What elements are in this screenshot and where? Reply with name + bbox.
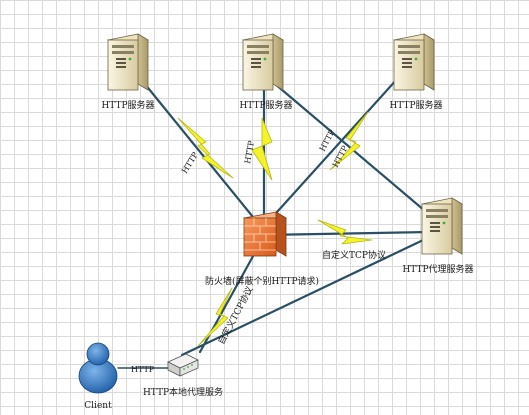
http-server-mid-label: HTTP服务器 xyxy=(239,99,292,111)
http-server-left-icon xyxy=(107,33,149,91)
bolt-tcp-local-icon xyxy=(197,287,233,347)
local-proxy-label: HTTP本地代理服务 xyxy=(143,386,223,398)
firewall-label: 防火墙(屏蔽个别HTTP请求) xyxy=(205,275,319,287)
bolt-http-left-icon xyxy=(177,117,234,179)
tcp-proxy-link-label: 自定义TCP协议 xyxy=(322,249,386,261)
http-proxy-server-icon xyxy=(421,197,463,255)
http-left-link-label: HTTP xyxy=(180,150,200,175)
http-server-right-icon xyxy=(393,33,435,91)
lightning-bolts xyxy=(177,111,373,347)
link-line-local-to-proxy xyxy=(180,230,442,357)
http-proxy-server-label: HTTP代理服务器 xyxy=(402,263,473,275)
bolt-http-mid-icon xyxy=(251,117,273,181)
bolt-http-right-icon xyxy=(329,111,369,171)
client-http-link-label: HTTP xyxy=(131,365,155,374)
bolt-tcp-proxy-icon xyxy=(317,219,373,245)
http-server-left-label: HTTP服务器 xyxy=(101,99,154,111)
local-proxy-device-icon xyxy=(167,353,199,377)
link-line-right-server xyxy=(266,76,400,224)
firewall-icon xyxy=(242,211,288,257)
link-line-left-server xyxy=(138,76,259,224)
link-line-firewall-to-proxy xyxy=(262,230,432,237)
client-user-icon xyxy=(78,342,118,394)
http-server-right-label: HTTP服务器 xyxy=(389,99,442,111)
client-label: Client xyxy=(84,401,112,411)
http-mid-link-label: HTTP xyxy=(243,139,256,164)
http-server-mid-icon xyxy=(242,33,284,91)
